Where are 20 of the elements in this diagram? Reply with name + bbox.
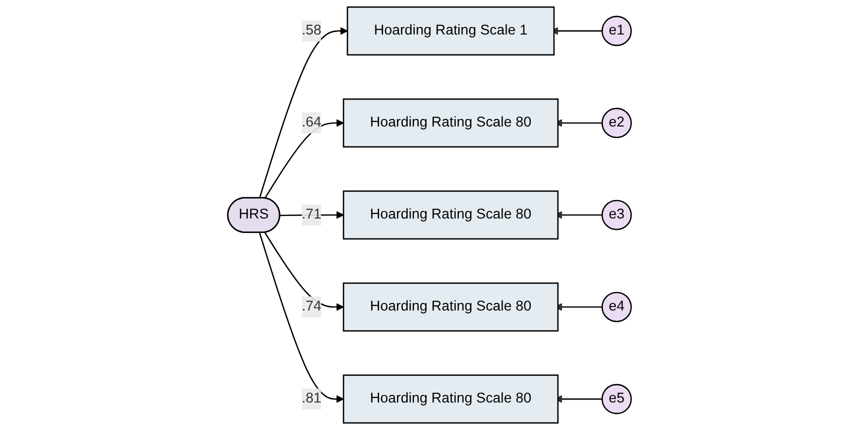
node-circle: e1 <box>602 16 632 46</box>
node-box: Hoarding Rating Scale 80 <box>342 282 559 332</box>
arrow <box>280 211 344 219</box>
arrow <box>258 232 344 403</box>
node-circle: e3 <box>602 200 632 230</box>
node-circle: e5 <box>602 384 632 414</box>
edge-label: .81 <box>302 391 322 406</box>
edge-label: .74 <box>302 299 322 314</box>
node-box: Hoarding Rating Scale 80 <box>342 190 559 240</box>
edge-label: .71 <box>302 207 322 222</box>
edge-label: .58 <box>302 23 322 38</box>
arrow <box>258 27 348 198</box>
node-box: Hoarding Rating Scale 1 <box>346 6 555 56</box>
arrow <box>264 232 344 311</box>
node-circle: e2 <box>602 108 632 138</box>
node-box: Hoarding Rating Scale 80 <box>342 98 559 148</box>
node-circle: e4 <box>602 292 632 322</box>
edge-label: .64 <box>302 115 322 130</box>
arrow <box>264 119 344 199</box>
node-box: Hoarding Rating Scale 80 <box>342 374 559 424</box>
